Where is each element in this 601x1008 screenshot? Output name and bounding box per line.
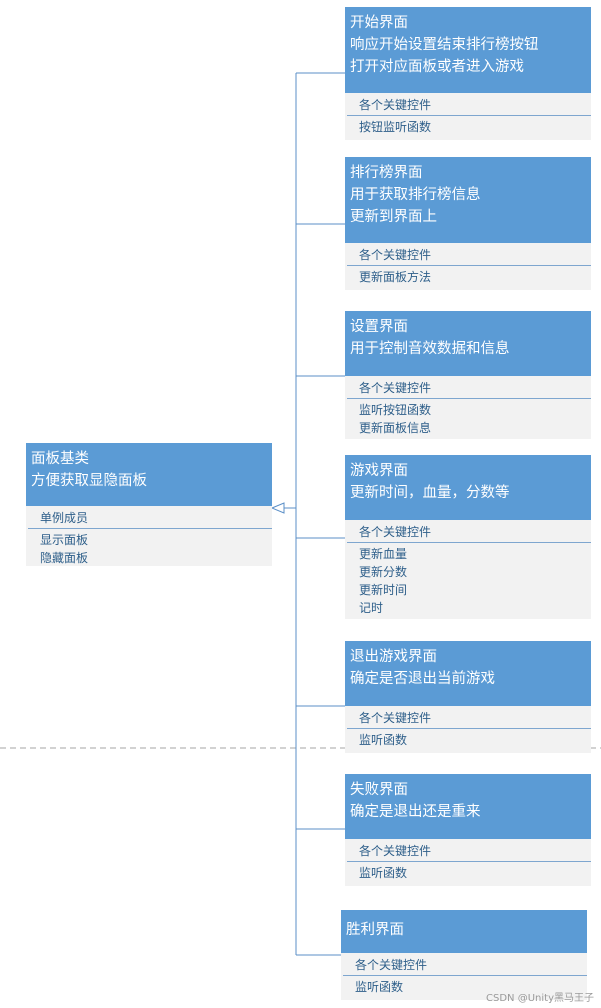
fail-panel-header: 失败界面 确定是退出还是重来 [345,774,591,839]
method-item: 按钮监听函数 [359,120,432,134]
method-item: 监听函数 [355,980,404,994]
member-separator [347,542,591,543]
win-panel-header: 胜利界面 [341,910,587,953]
game-panel-box: 游戏界面 更新时间，血量，分数等 各个关键控件 更新血量 更新分数 更新时间 记… [345,455,591,619]
game-panel-header: 游戏界面 更新时间，血量，分数等 [345,455,591,520]
field-item: 各个关键控件 [359,248,432,262]
panel-desc: 确定是退出还是重来 [350,804,481,820]
panel-desc: 用于控制音效数据和信息 [350,341,510,357]
settings-panel-header: 设置界面 用于控制音效数据和信息 [345,311,591,376]
method-item: 监听函数 [359,866,408,880]
base-class-box: 面板基类 方便获取显隐面板 单例成员 显示面板 隐藏面板 [26,443,272,566]
panel-name: 退出游戏界面 [350,649,437,665]
panel-name: 开始界面 [350,15,408,31]
panel-name: 游戏界面 [350,463,408,479]
method-item: 更新血量 [359,547,408,561]
panel-desc: 响应开始设置结束排行榜按钮 [350,37,539,53]
panel-name: 设置界面 [350,319,408,335]
settings-panel-body: 各个关键控件 监听按钮函数 更新面板信息 [345,376,591,439]
method-item: 更新分数 [359,565,408,579]
method-item: 隐藏面板 [40,551,89,565]
member-separator [343,975,587,976]
win-panel-box: 胜利界面 各个关键控件 监听函数 [341,910,587,1000]
fail-panel-box: 失败界面 确定是退出还是重来 各个关键控件 监听函数 [345,774,591,886]
member-separator [347,861,591,862]
field-item: 各个关键控件 [355,958,428,972]
base-class-body: 单例成员 显示面板 隐藏面板 [26,506,272,566]
start-panel-body: 各个关键控件 按钮监听函数 [345,93,591,140]
panel-desc: 用于获取排行榜信息 [350,187,481,203]
rank-panel-body: 各个关键控件 更新面板方法 [345,243,591,290]
panel-name: 胜利界面 [346,922,404,938]
panel-desc: 更新时间，血量，分数等 [350,485,510,501]
member-separator [347,265,591,266]
field-item: 各个关键控件 [359,525,432,539]
panel-desc: 确定是否退出当前游戏 [350,671,495,687]
panel-desc: 更新到界面上 [350,209,437,225]
panel-desc: 打开对应面板或者进入游戏 [350,59,524,75]
method-item: 记时 [359,601,384,615]
settings-panel-box: 设置界面 用于控制音效数据和信息 各个关键控件 监听按钮函数 更新面板信息 [345,311,591,439]
panel-name: 排行榜界面 [350,165,423,181]
method-item: 更新面板信息 [359,421,432,435]
quit-panel-body: 各个关键控件 监听函数 [345,706,591,753]
base-class-desc: 方便获取显隐面板 [31,473,147,489]
member-separator [347,728,591,729]
inheritance-arrow-icon [270,502,285,514]
rank-panel-header: 排行榜界面 用于获取排行榜信息 更新到界面上 [345,157,591,243]
panel-name: 失败界面 [350,782,408,798]
method-item: 监听函数 [359,733,408,747]
field-item: 各个关键控件 [359,98,432,112]
method-item: 显示面板 [40,533,89,547]
start-panel-box: 开始界面 响应开始设置结束排行榜按钮 打开对应面板或者进入游戏 各个关键控件 按… [345,7,591,140]
fail-panel-body: 各个关键控件 监听函数 [345,839,591,886]
member-separator [347,398,591,399]
member-separator [28,528,272,529]
method-item: 更新面板方法 [359,270,432,284]
field-item: 各个关键控件 [359,381,432,395]
member-separator [347,115,591,116]
field-item: 各个关键控件 [359,711,432,725]
method-item: 更新时间 [359,583,408,597]
method-item: 监听按钮函数 [359,403,432,417]
base-class-name: 面板基类 [31,451,89,467]
field-item: 各个关键控件 [359,844,432,858]
quit-panel-box: 退出游戏界面 确定是否退出当前游戏 各个关键控件 监听函数 [345,641,591,753]
field-item: 单例成员 [40,511,89,525]
rank-panel-box: 排行榜界面 用于获取排行榜信息 更新到界面上 各个关键控件 更新面板方法 [345,157,591,290]
quit-panel-header: 退出游戏界面 确定是否退出当前游戏 [345,641,591,706]
game-panel-body: 各个关键控件 更新血量 更新分数 更新时间 记时 [345,520,591,619]
watermark: CSDN @Unity黑马王子 [486,993,594,1004]
win-panel-body: 各个关键控件 监听函数 [341,953,587,1000]
base-class-header: 面板基类 方便获取显隐面板 [26,443,272,506]
start-panel-header: 开始界面 响应开始设置结束排行榜按钮 打开对应面板或者进入游戏 [345,7,591,93]
